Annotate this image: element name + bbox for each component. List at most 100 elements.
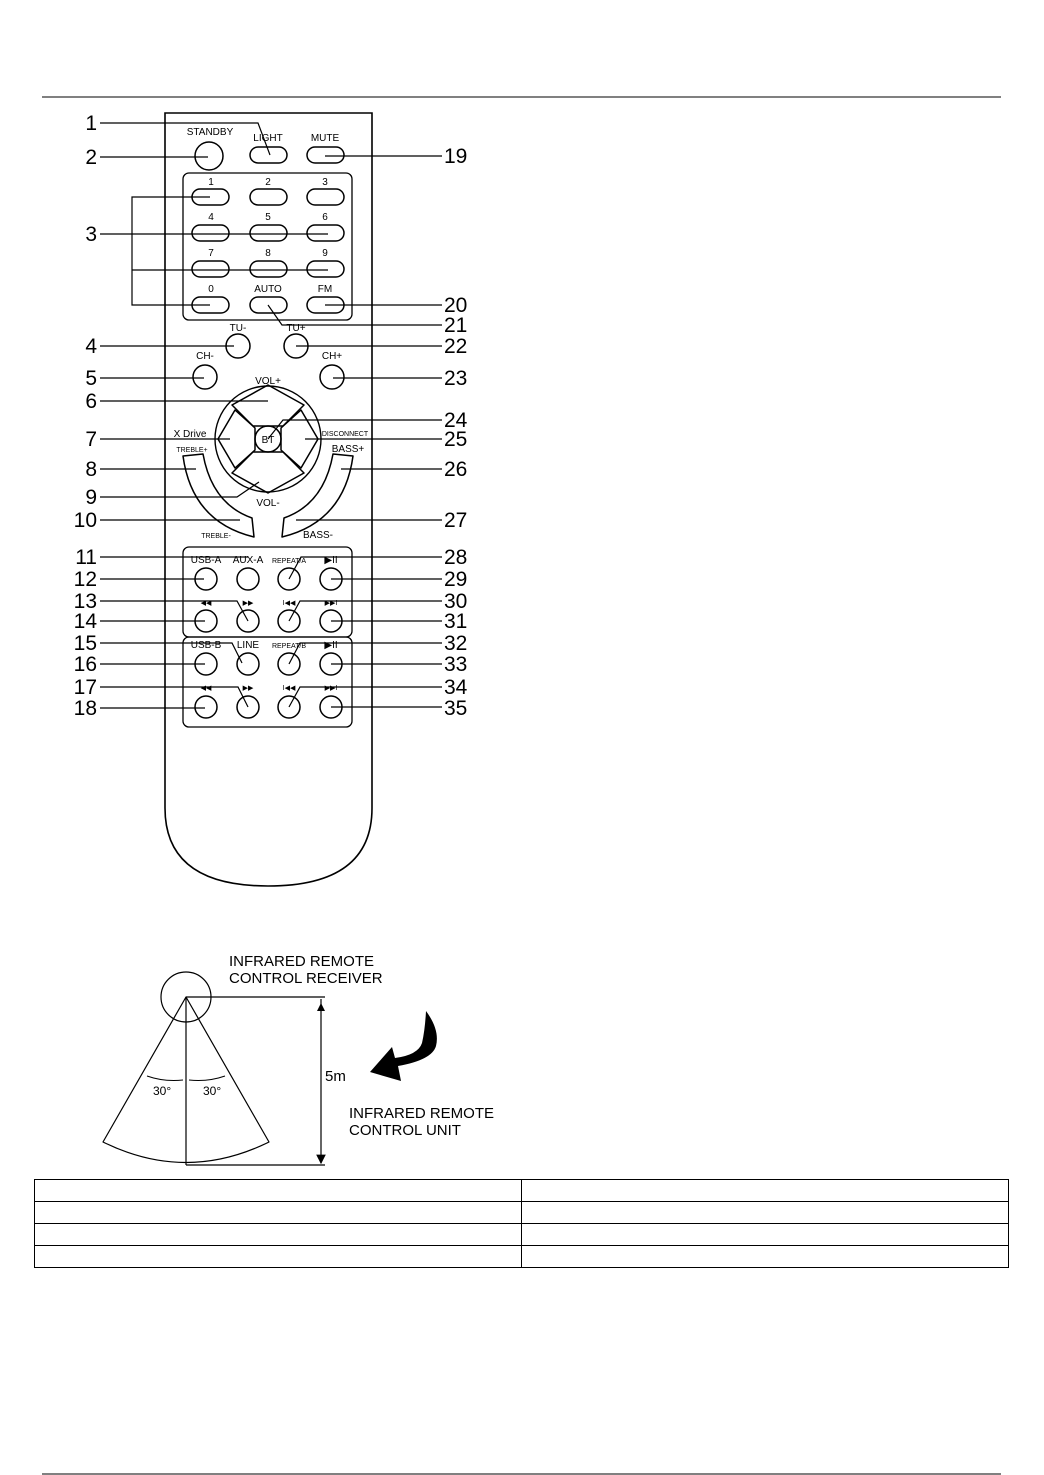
usb-b-label: USB-B <box>191 640 222 651</box>
previous-b-button[interactable] <box>277 695 301 719</box>
callouts-right: 19 20 21 22 23 24 25 26 27 28 29 30 31 3… <box>444 145 468 720</box>
digit-3-button[interactable] <box>306 188 345 206</box>
callout-23: 23 <box>444 367 467 390</box>
callout-34: 34 <box>444 676 468 699</box>
callout-14: 14 <box>74 610 98 633</box>
channel-up-label: CH+ <box>322 351 342 362</box>
table-cell <box>34 1201 522 1224</box>
digit-0-label: 0 <box>208 284 214 295</box>
digit-6-label: 6 <box>322 212 328 223</box>
volume-down-label: VOL- <box>256 498 279 509</box>
callout-33: 33 <box>444 653 467 676</box>
x-drive-button[interactable] <box>217 409 256 469</box>
previous-a-button[interactable] <box>277 609 301 633</box>
fm-label: FM <box>318 284 332 295</box>
repeat-a-button[interactable] <box>277 567 301 591</box>
digit-2-button[interactable] <box>249 188 288 206</box>
bluetooth-button[interactable] <box>254 425 282 453</box>
x-drive-label: X Drive <box>174 429 207 440</box>
mute-button[interactable] <box>306 146 345 164</box>
digit-6-button[interactable] <box>306 224 345 242</box>
standby-button[interactable] <box>194 141 224 171</box>
callout-10: 10 <box>74 509 97 532</box>
bass-up-label: BASS+ <box>332 444 365 455</box>
digit-8-button[interactable] <box>249 260 288 278</box>
ir-range-diagram: 5m 30° 30° INFRARED REMOTE CONTROL RECEI… <box>102 953 494 1166</box>
callout-21: 21 <box>444 314 467 337</box>
leader-lines-right <box>267 155 442 708</box>
digit-9-button[interactable] <box>306 260 345 278</box>
volume-up-label: VOL+ <box>255 376 281 387</box>
callout-26: 26 <box>444 458 467 481</box>
light-button[interactable] <box>249 146 288 164</box>
curved-arrow-icon <box>370 1011 437 1081</box>
callout-30: 30 <box>444 590 467 613</box>
callout-13: 13 <box>74 590 97 613</box>
digit-4-label: 4 <box>208 212 214 223</box>
callout-6: 6 <box>85 390 97 413</box>
ir-angle-left-label: 30° <box>153 1084 171 1098</box>
digit-7-button[interactable] <box>191 260 230 278</box>
line-button[interactable] <box>236 652 260 676</box>
callout-9: 9 <box>85 486 97 509</box>
callout-11: 11 <box>75 546 97 569</box>
callout-3: 3 <box>85 223 97 246</box>
volume-down-button[interactable] <box>231 451 305 494</box>
ir-distance-arrow-top <box>317 1003 325 1011</box>
table-cell <box>521 1245 1009 1268</box>
treble-up-label: TREBLE+ <box>176 447 207 454</box>
previous-a-label: I◀◀ <box>283 600 296 607</box>
rewind-b-button[interactable] <box>194 695 218 719</box>
tuning-down-label: TU- <box>230 323 247 334</box>
fast-forward-a-label: ▶▶ <box>243 600 254 607</box>
channel-down-label: CH- <box>196 351 214 362</box>
bass-down-label: BASS- <box>303 530 333 541</box>
bass-control[interactable] <box>281 453 354 538</box>
table-cell <box>34 1223 522 1246</box>
digit-5-button[interactable] <box>249 224 288 242</box>
table-cell <box>521 1179 1009 1202</box>
play-pause-a-label: ▶II <box>324 555 337 566</box>
fast-forward-a-button[interactable] <box>236 609 260 633</box>
channel-down-button[interactable] <box>192 364 218 390</box>
digit-9-label: 9 <box>322 248 328 259</box>
callout-32: 32 <box>444 632 467 655</box>
callout-24: 24 <box>444 409 468 432</box>
table-cell <box>521 1223 1009 1246</box>
digit-7-label: 7 <box>208 248 214 259</box>
rewind-b-label: ◀◀ <box>201 685 212 692</box>
table-cell <box>34 1179 522 1202</box>
tuning-up-label: TU+ <box>286 323 305 334</box>
callout-22: 22 <box>444 335 467 358</box>
line-label: LINE <box>237 640 260 651</box>
ir-unit-label-line1: INFRARED REMOTE <box>349 1105 494 1122</box>
table-cell <box>521 1201 1009 1224</box>
treble-down-label: TREBLE- <box>201 533 231 540</box>
table-row <box>34 1201 1009 1224</box>
fast-forward-b-button[interactable] <box>236 695 260 719</box>
digit-2-label: 2 <box>265 177 271 188</box>
digit-4-button[interactable] <box>191 224 230 242</box>
rewind-a-label: ◀◀ <box>201 600 212 607</box>
callout-12: 12 <box>74 568 97 591</box>
previous-b-label: I◀◀ <box>283 685 296 692</box>
usb-a-label: USB-A <box>191 555 222 566</box>
repeat-b-button[interactable] <box>277 652 301 676</box>
ir-angle-right-label: 30° <box>203 1084 221 1098</box>
callout-16: 16 <box>74 653 97 676</box>
callout-35: 35 <box>444 697 467 720</box>
auto-button[interactable] <box>249 296 288 314</box>
numeric-keypad: 1 2 3 4 5 6 7 8 9 0 AUTO FM <box>191 177 345 314</box>
treble-control[interactable] <box>182 453 255 538</box>
digit-5-label: 5 <box>265 212 271 223</box>
aux-a-button[interactable] <box>236 567 260 591</box>
numeric-keypad-panel <box>182 172 353 321</box>
ir-receiver-label-line1: INFRARED REMOTE <box>229 953 374 970</box>
disconnect-button[interactable] <box>280 409 319 469</box>
channel-up-button[interactable] <box>319 364 345 390</box>
light-label: LIGHT <box>253 133 282 144</box>
callout-25: 25 <box>444 428 467 451</box>
standby-label: STANDBY <box>187 127 234 138</box>
callout-31: 31 <box>444 610 467 633</box>
callout-7: 7 <box>85 428 97 451</box>
